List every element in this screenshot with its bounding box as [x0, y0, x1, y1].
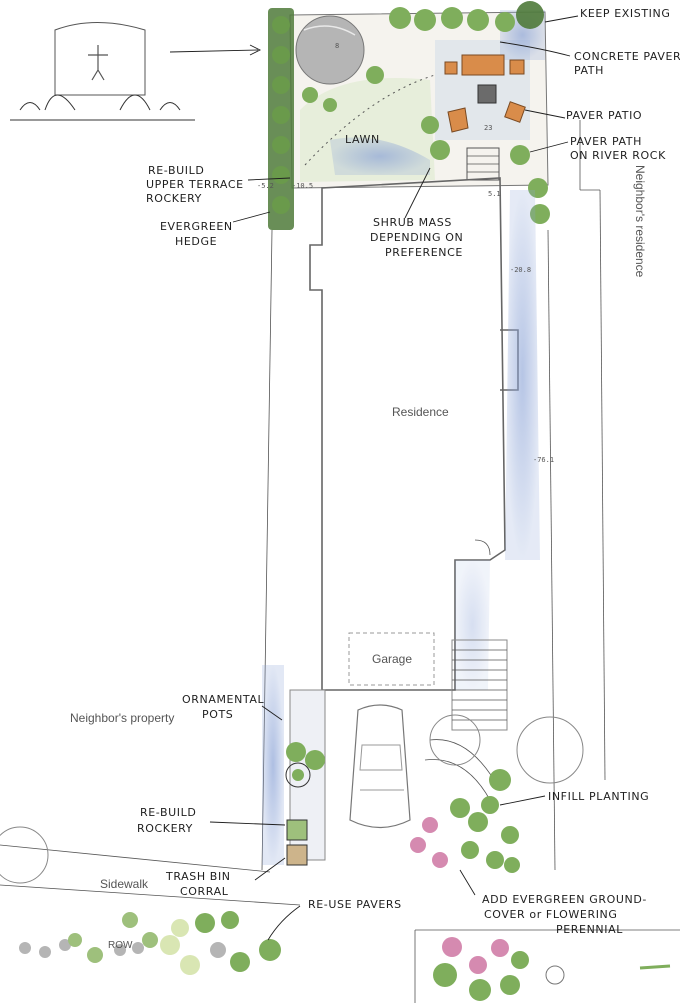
label-garage: Garage	[372, 652, 412, 666]
label-infill-planting: INFILL PLANTING	[548, 790, 649, 803]
entry-stairs	[424, 639, 508, 801]
elevation-8: 8	[335, 42, 339, 50]
label-keep-existing: KEEP EXISTING	[580, 7, 670, 20]
label-ornamental-pots-2: POTS	[202, 708, 233, 721]
label-shrub-mass-2: DEPENDING ON	[370, 231, 463, 244]
label-concrete-paver-path: CONCRETE PAVER	[574, 50, 680, 63]
label-groundcover-2: COVER or FLOWERING	[484, 908, 618, 921]
car	[349, 704, 411, 829]
label-rebuild-terrace-2: UPPER TERRACE	[146, 178, 244, 191]
residence-footprint	[309, 177, 540, 691]
front-garden-beds	[410, 769, 671, 1001]
label-groundcover: ADD EVERGREEN GROUND-	[482, 893, 647, 906]
label-trash-bin-2: CORRAL	[180, 885, 229, 898]
label-evergreen-hedge-2: HEDGE	[175, 235, 217, 248]
label-shrub-mass: SHRUB MASS	[373, 216, 452, 229]
label-groundcover-3: PERENNIAL	[556, 923, 623, 936]
elevation-23: 23	[484, 124, 492, 132]
label-concrete-paver-path-2: PATH	[574, 64, 604, 77]
street-trees	[0, 714, 584, 884]
labels: KEEP EXISTING CONCRETE PAVER PATH PAVER …	[70, 7, 680, 951]
tree-canopy	[295, 15, 365, 85]
label-rebuild-rockery: RE-BUILD	[140, 806, 196, 819]
shrub-row-top	[302, 1, 550, 224]
elevation-sketch	[10, 22, 262, 121]
patio-furniture	[444, 54, 526, 133]
front-rockery-strip	[262, 665, 326, 866]
label-residence: Residence	[392, 405, 449, 419]
label-paver-path-2: ON RIVER ROCK	[570, 149, 666, 162]
label-sidewalk: Sidewalk	[100, 877, 149, 891]
paver-path	[304, 74, 500, 181]
label-trash-bin: TRASH BIN	[165, 870, 231, 883]
label-row: ROW	[108, 940, 133, 951]
elevation-10-5: -10.5	[292, 182, 313, 190]
label-rebuild-terrace: RE-BUILD	[148, 164, 204, 177]
leader-lines	[209, 15, 579, 941]
elevation-5-2: -5.2	[257, 182, 274, 190]
label-reuse-pavers: RE-USE PAVERS	[308, 898, 402, 911]
label-lawn: LAWN	[345, 133, 380, 146]
label-neighbors-property: Neighbor's property	[70, 711, 174, 725]
label-ornamental-pots: ORNAMENTAL	[182, 693, 265, 706]
elevation-76-1: -76.1	[533, 456, 554, 464]
property-lines	[0, 120, 680, 1003]
label-neighbors-residence: Neighbor's residence	[633, 165, 647, 278]
label-evergreen-hedge: EVERGREEN	[160, 220, 233, 233]
elevation-5-1: 5.1	[488, 190, 501, 198]
label-paver-patio: PAVER PATIO	[566, 109, 642, 122]
evergreen-hedge	[268, 8, 294, 230]
label-paver-path: PAVER PATH	[570, 135, 642, 148]
elevation-20-8: -20.8	[510, 266, 531, 274]
label-rebuild-terrace-3: ROCKERY	[146, 192, 202, 205]
row-planting-strip	[19, 911, 281, 975]
label-shrub-mass-3: PREFERENCE	[385, 246, 463, 259]
label-rebuild-rockery-2: ROCKERY	[137, 822, 193, 835]
